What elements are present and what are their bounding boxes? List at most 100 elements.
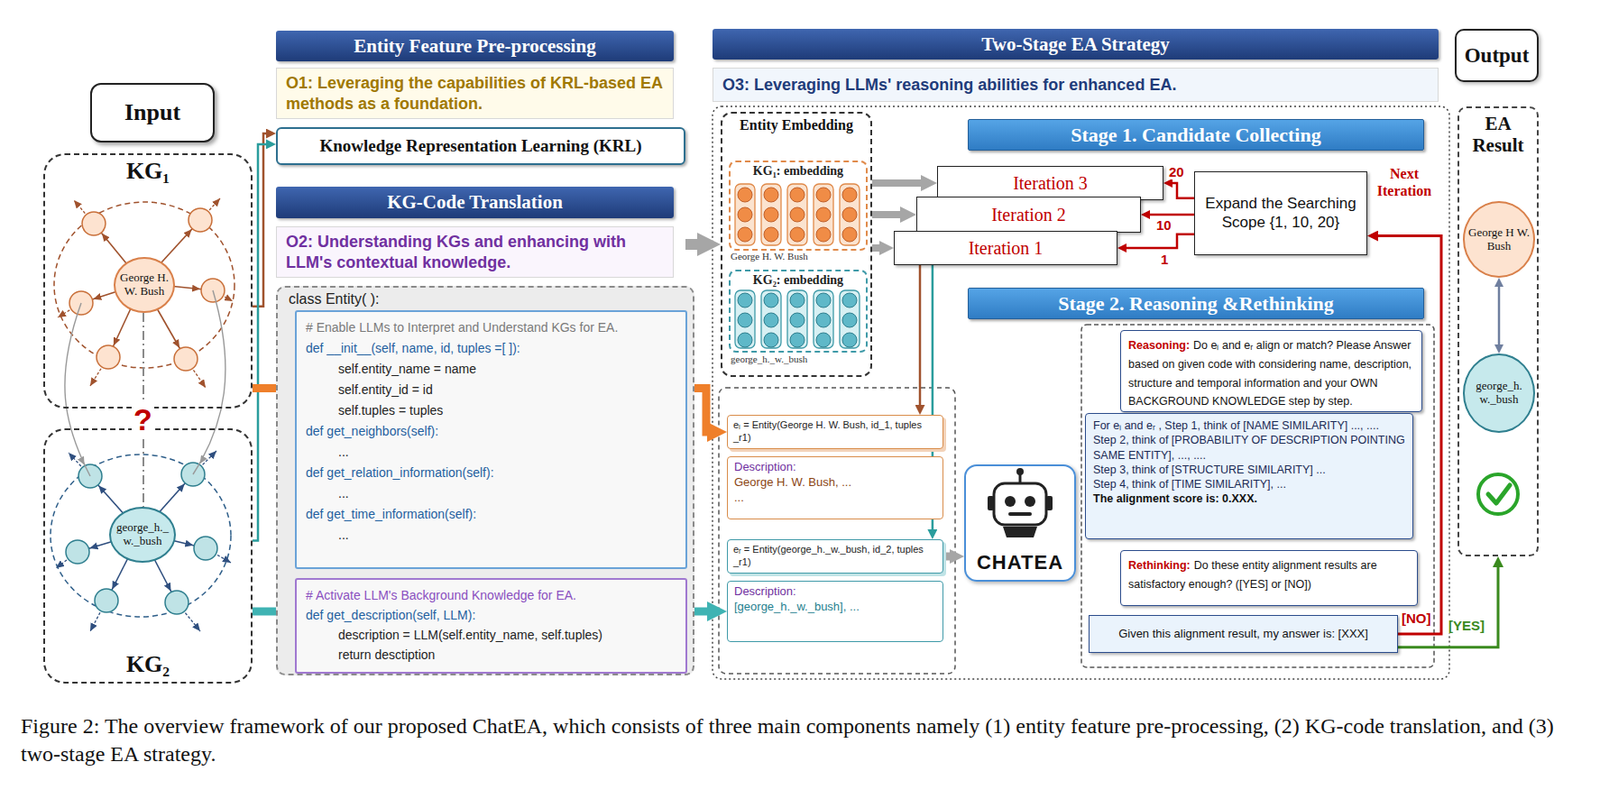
- edge-label: 20: [1167, 164, 1187, 180]
- connector: [1147, 213, 1195, 217]
- illustration-part: [65, 540, 90, 564]
- section-header: KG-Code Translation: [275, 186, 674, 219]
- illustration-part: [842, 187, 857, 203]
- embedding-box: KG₁: embedding: [728, 160, 868, 251]
- illustration-part: [839, 183, 860, 246]
- entity-circle: George H. W. Bush: [113, 257, 175, 313]
- section-header: Two-Stage EA Strategy: [712, 28, 1439, 60]
- kg2-matrix: [735, 290, 860, 349]
- node-text: self.entity_name = name: [305, 358, 677, 380]
- stage-header: Stage 1. Candidate Collecting: [967, 119, 1425, 151]
- connector: [252, 133, 269, 307]
- illustration-part: [842, 312, 857, 328]
- iteration-box: Iteration 1: [893, 230, 1118, 266]
- embedding-box: KG₂: embedding: [728, 269, 868, 353]
- illustration-part: [787, 183, 808, 246]
- node-text: Iteration 3: [1012, 173, 1088, 194]
- illustration-part: [174, 347, 198, 371]
- illustration-part: [839, 290, 860, 349]
- node-text: Reasoning:: [1128, 339, 1190, 352]
- connector: [943, 552, 955, 561]
- node-text: george_h. w._bush: [1468, 379, 1530, 407]
- illustration-part: [737, 207, 753, 222]
- illustration-part: [763, 293, 779, 308]
- illustration-part: [193, 290, 226, 475]
- illustration-part: [816, 293, 831, 308]
- illustration-part: [842, 332, 857, 348]
- node-text: KG₁: embedding: [730, 164, 866, 179]
- illustration-part: [790, 207, 805, 222]
- kg2-graph: [50, 450, 231, 632]
- illustration-part: [81, 220, 213, 359]
- kg-region: KG₁George H. W. Bush: [43, 153, 253, 409]
- seed-links: [64, 290, 226, 477]
- node-text: George H W. Bush: [1468, 226, 1530, 254]
- objective-box: O2: Understanding KGs and enhancing with…: [275, 226, 674, 278]
- prompt-bubble: Rethinking:Do these entity alignment res…: [1120, 550, 1418, 607]
- illustration-part: [842, 207, 857, 222]
- illustration-part: [735, 290, 860, 349]
- illustration-part: [96, 345, 120, 369]
- illustration-part: [790, 332, 805, 348]
- illustration-part: [816, 227, 831, 242]
- node-text: Output: [1464, 44, 1530, 68]
- illustration-part: [813, 290, 834, 349]
- illustration-part: [813, 183, 834, 246]
- region-outline: [712, 106, 1450, 680]
- edge-label: ?: [131, 402, 155, 438]
- entity-card: eᵣ = Entity(george_h._w._bush, id_2, tup…: [726, 539, 944, 574]
- node-text: O1: Leveraging the capabilities of KRL-b…: [285, 73, 664, 114]
- node-text: KG-Code Translation: [386, 191, 563, 214]
- answer-box: Given this alignment result, my answer i…: [1088, 615, 1398, 653]
- objective-box: O1: Leveraging the capabilities of KRL-b…: [275, 67, 674, 120]
- illustration-part: [718, 387, 956, 674]
- kg-region: KG₂ george_h._w._bush: [43, 428, 253, 684]
- robot-icon: [987, 468, 1053, 538]
- kg1-matrix: [735, 183, 860, 246]
- illustration-part: [763, 312, 779, 328]
- illustration-part: [787, 290, 808, 349]
- result-circle: George H W. Bush: [1462, 201, 1536, 278]
- annotation: Next Iteration: [1370, 165, 1439, 200]
- caption: Figure 2: The overview framework of our …: [20, 712, 1591, 769]
- connector: [685, 239, 705, 250]
- node-text: Input: [124, 99, 181, 127]
- section-header: Entity Feature Pre-processing: [275, 30, 674, 62]
- node-text: O3: Leveraging LLMs' reasoning abilities…: [722, 74, 1177, 96]
- illustration-part: [65, 462, 218, 615]
- output-box: Output: [1454, 28, 1539, 83]
- illustration-part: [712, 106, 1450, 680]
- illustration-part: [790, 293, 805, 308]
- embedding-panel: Entity EmbeddingKG₁: embeddingKG₂: embed…: [720, 111, 873, 378]
- connector: [1498, 284, 1501, 348]
- illustration-part: [165, 590, 189, 615]
- illustration-part: [761, 183, 782, 246]
- node-text: Step 4, think of [TIME SIMILARITY], ...: [1093, 477, 1406, 492]
- node-text: Step 2, think of [PROBABILITY OF DESCRIP…: [1093, 432, 1406, 463]
- node-text: class Entity( ):: [288, 290, 682, 309]
- prompt-bubble: Reasoning:Do eₗ and eᵣ align or match? P…: [1120, 330, 1423, 413]
- illustration-part: [737, 312, 753, 328]
- illustration-part: [737, 332, 753, 348]
- input-box: Input: [90, 82, 215, 143]
- edge-label: [YES]: [1446, 617, 1487, 634]
- objective-box: O3: Leveraging LLMs' reasoning abilities…: [712, 67, 1439, 102]
- node-text: Given this alignment result, my answer i…: [1118, 626, 1369, 643]
- illustration-part: [763, 207, 779, 222]
- code-block: # Activate LLM's Background Knowledge fo…: [294, 578, 688, 674]
- description-box: Description:[george_h._w._bush], ...: [726, 580, 944, 643]
- node-text: KG₂: [126, 652, 170, 679]
- node-text: eₗ = Entity(George H. W. Bush, id_1, tup…: [733, 419, 938, 445]
- entity-circle: george_h._w._bush: [109, 506, 176, 563]
- illustration-part: [1488, 485, 1510, 504]
- node-text: description = LLM(self.entity_name, self…: [305, 625, 677, 645]
- annotation: george_h._w._bush: [730, 353, 866, 366]
- node-text: def __init__(self, name, id, tuples =[ ]…: [305, 338, 677, 359]
- illustration-part: [82, 211, 106, 236]
- node-text: ...: [305, 524, 677, 546]
- illustration-part: [54, 202, 235, 368]
- node-text: For eₗ and eᵣ , Step 1, think of [NAME S…: [1093, 418, 1406, 433]
- illustration-part: [57, 198, 233, 388]
